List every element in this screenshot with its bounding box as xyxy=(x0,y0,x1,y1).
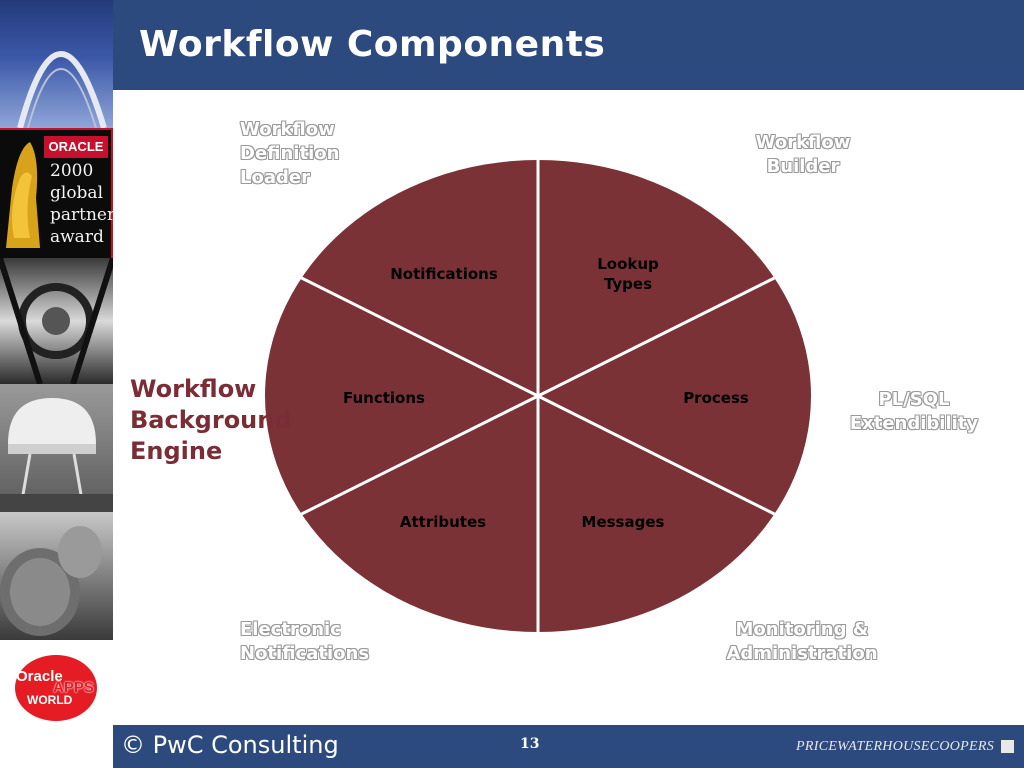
engine-label-line: Workflow xyxy=(130,375,257,403)
trophy-icon xyxy=(0,128,113,258)
logo-text: Oracle xyxy=(16,668,63,685)
workflow-pie xyxy=(265,160,811,632)
gateway-arch-photo xyxy=(0,0,113,128)
segment-label-attributes: Attributes xyxy=(388,512,498,532)
pie-divider xyxy=(300,276,539,398)
engine-label-line: Background xyxy=(130,406,292,434)
pwc-brand: PRICEWATERHOUSECOOPERS xyxy=(796,739,994,754)
outer-label-line: Workflow xyxy=(240,119,335,140)
outer-label-line: Definition xyxy=(240,143,340,164)
segment-label-line: Types xyxy=(603,275,653,293)
outer-label-definition-loader: Workflow Definition Loader xyxy=(240,118,339,190)
segment-label-messages: Messages xyxy=(568,512,678,532)
radio-dish-photo xyxy=(0,512,113,640)
copyright-text: © PwC Consulting xyxy=(121,731,339,759)
award-brand: ORACLE xyxy=(44,136,108,158)
slide-title: Workflow Components xyxy=(139,24,606,65)
observatory-illustration xyxy=(0,398,113,512)
award-line: 2000 xyxy=(50,161,94,181)
arch-illustration xyxy=(17,51,107,128)
pie-divider xyxy=(300,394,539,516)
segment-label-process: Process xyxy=(666,388,766,408)
telescope-photo xyxy=(0,258,113,384)
workflow-engine-label: Workflow Background Engine xyxy=(130,374,292,467)
pie-divider xyxy=(537,394,776,516)
telescope-illustration xyxy=(0,258,113,384)
outer-label-line: PL/SQL xyxy=(878,389,950,410)
segment-label-functions: Functions xyxy=(330,388,438,408)
segment-label-lookup-types: Lookup Types xyxy=(578,254,678,294)
outer-label-electronic-notifications: Electronic Notifications xyxy=(240,618,369,666)
outer-label-line: Workflow xyxy=(755,132,851,153)
award-line: global xyxy=(50,183,104,203)
outer-label-monitoring-administration: Monitoring & Administration xyxy=(712,618,892,666)
outer-label-line: Notifications xyxy=(240,643,370,664)
segment-label-line: Notifications xyxy=(390,265,498,283)
slide-header: Workflow Components xyxy=(113,0,1024,90)
segment-label-line: Lookup xyxy=(597,255,659,273)
oracle-award-photo: ORACLE 2000 global partner award xyxy=(0,128,113,258)
award-line: award xyxy=(50,227,104,247)
slide-footer: © PwC Consulting 13 PRICEWATERHOUSECOOPE… xyxy=(113,725,1024,768)
segment-label-notifications: Notifications xyxy=(378,264,510,284)
engine-label-line: Engine xyxy=(130,437,223,465)
outer-label-line: Builder xyxy=(766,156,840,177)
dish-illustration xyxy=(0,526,102,636)
outer-label-line: Monitoring & xyxy=(735,619,869,640)
pwc-mark-icon xyxy=(1001,740,1014,753)
logo-text: APPS xyxy=(53,679,94,696)
sidebar-photo-strip: ORACLE 2000 global partner award xyxy=(0,0,113,640)
segment-label-line: Attributes xyxy=(399,513,487,531)
outer-label-plsql-extendibility: PL/SQL Extendibility xyxy=(836,388,992,436)
oracle-apps-world-logo: Oracle APPS WORLD xyxy=(15,655,97,721)
segment-label-line: Messages xyxy=(581,513,665,531)
award-line: partner xyxy=(50,205,113,225)
outer-label-line: Electronic xyxy=(240,619,341,640)
segment-label-line: Process xyxy=(683,389,749,407)
outer-label-line: Loader xyxy=(240,167,310,188)
outer-label-line: Administration xyxy=(726,643,878,664)
logo-text: WORLD xyxy=(27,693,73,707)
observatory-photo xyxy=(0,384,113,512)
segment-label-line: Functions xyxy=(343,389,425,407)
pie-divider xyxy=(537,276,776,398)
outer-label-workflow-builder: Workflow Builder xyxy=(748,131,858,179)
outer-label-line: Extendibility xyxy=(849,413,979,434)
page-number: 13 xyxy=(520,736,540,752)
